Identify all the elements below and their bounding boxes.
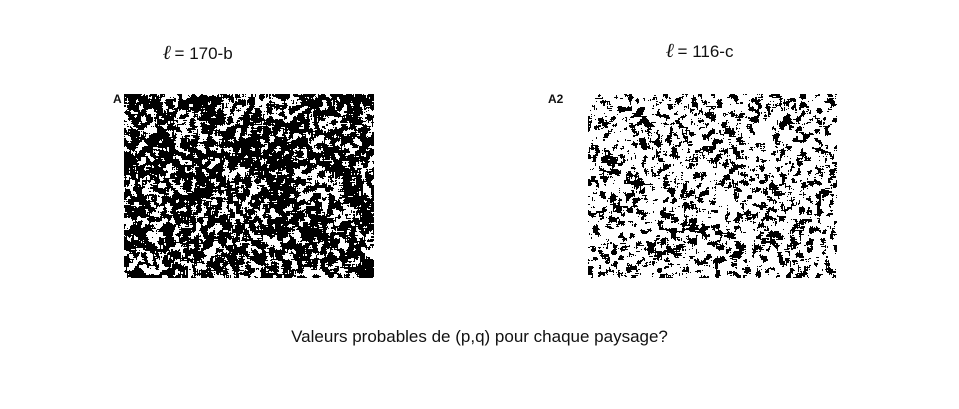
- landscape-title-value: = 170-b: [174, 44, 233, 63]
- landscape-title-left: ℓ= 170-b: [163, 40, 233, 65]
- landscape-title-value: = 116-c: [677, 42, 734, 61]
- ell-symbol: ℓ: [163, 40, 172, 64]
- landscape-image-right: [588, 94, 837, 278]
- question-text: Valeurs probables de (p,q) pour chaque p…: [291, 327, 668, 346]
- landscape-title-right: ℓ= 116-c: [666, 38, 733, 63]
- ell-symbol: ℓ: [666, 38, 675, 62]
- panel-label-a2: A2: [548, 92, 564, 106]
- landscape-image-left: [124, 94, 374, 278]
- panel-label-a: A: [113, 92, 122, 106]
